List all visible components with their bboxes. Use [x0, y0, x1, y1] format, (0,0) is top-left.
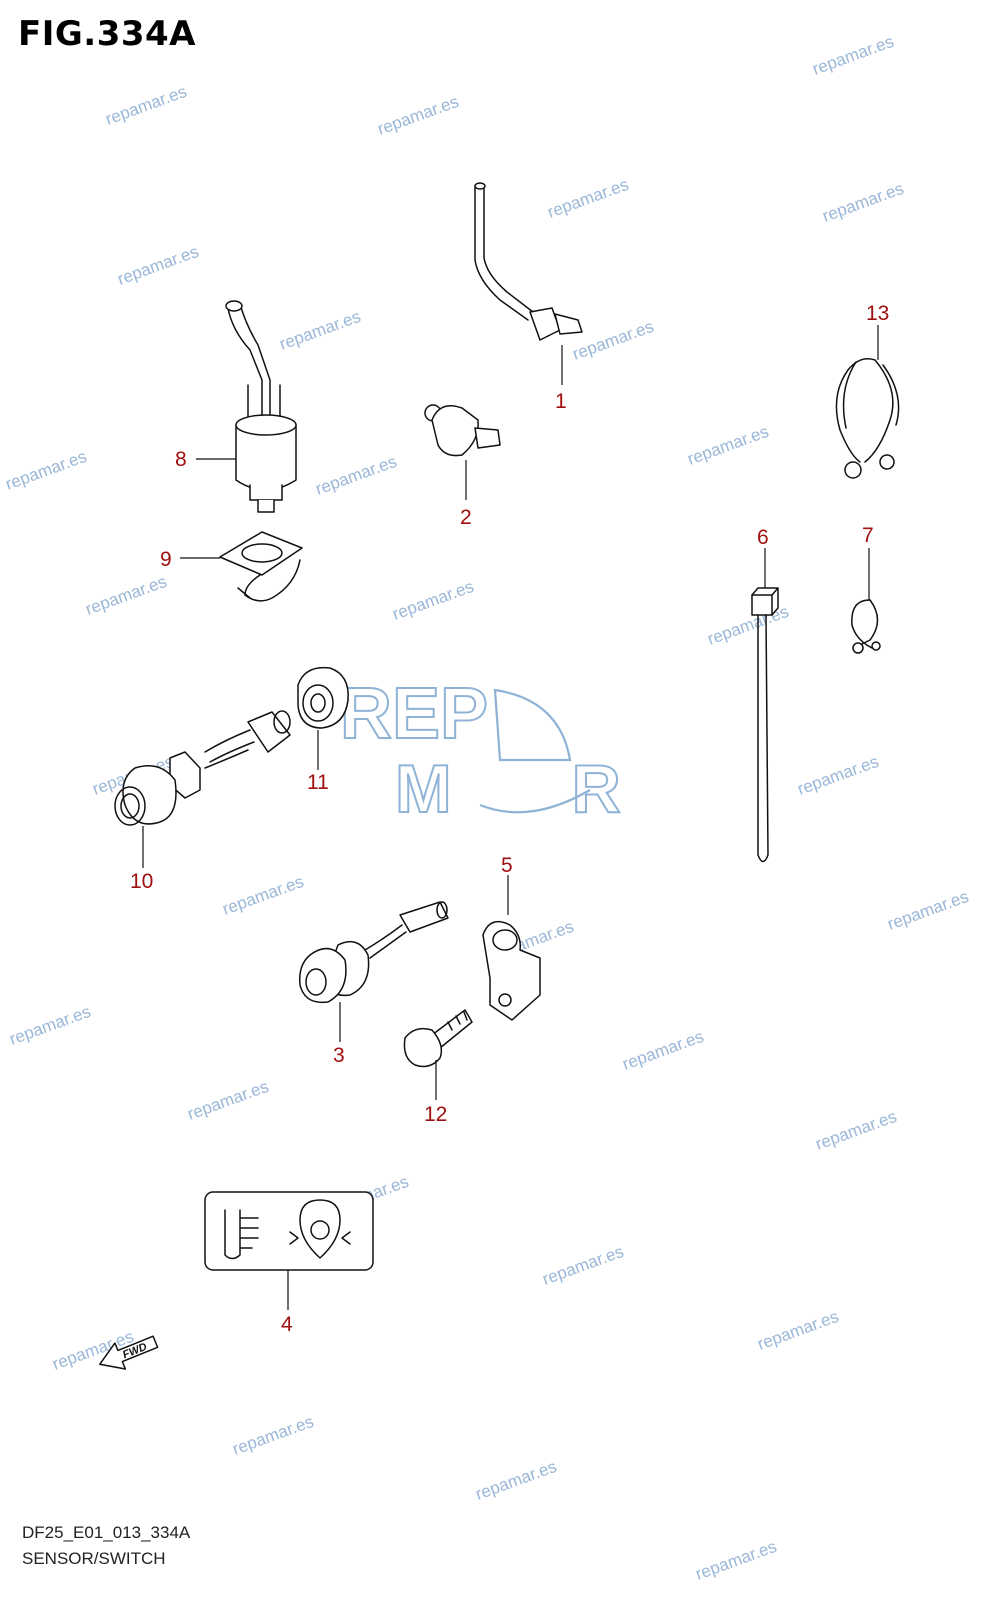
callout-1: 1 [555, 390, 567, 413]
part-10-switch [114, 710, 291, 868]
callout-11: 11 [307, 771, 329, 794]
watermark-text: repamar.es [820, 179, 906, 226]
watermark-text: repamar.es [313, 452, 399, 499]
part-8-temp-sensor [196, 300, 297, 513]
watermark-text: repamar.es [885, 887, 971, 934]
watermark-text: repamar.es [570, 317, 656, 364]
part-13-clip [835, 325, 900, 479]
figure-title: FIG.334A [18, 14, 196, 54]
callout-2: 2 [460, 506, 472, 529]
part-4-label [204, 1191, 374, 1310]
watermark-text: repamar.es [473, 1457, 559, 1504]
part-9-plate [180, 531, 303, 602]
callout-8: 8 [175, 448, 187, 471]
part-2-switch [424, 404, 501, 500]
watermark-text: repamar.es [220, 872, 306, 919]
part-7-clip [851, 548, 881, 654]
part-1-sensor [474, 182, 583, 385]
watermark-text: repamar.es [103, 82, 189, 129]
watermark-text: repamar.es [185, 1077, 271, 1124]
callout-4: 4 [281, 1313, 293, 1336]
watermark-logo: REP MR [339, 673, 741, 828]
watermark-text: repamar.es [705, 602, 791, 649]
part-6-cable-tie [751, 548, 779, 863]
part-5-bracket [482, 875, 541, 1021]
oil-drop-icon [299, 1199, 341, 1259]
callout-6: 6 [757, 526, 769, 549]
watermark-text: repamar.es [545, 175, 631, 222]
watermark-text: repamar.es [620, 1027, 706, 1074]
watermark-text: repamar.es [230, 1412, 316, 1459]
watermark-logo-top: REP [340, 674, 488, 754]
callout-3: 3 [333, 1044, 345, 1067]
callouts: 1 2 3 4 5 6 7 8 9 10 11 12 13 [130, 302, 889, 1336]
callout-10: 10 [130, 870, 153, 893]
watermark-text: repamar.es [693, 1537, 779, 1584]
watermark-text: repamar.es [813, 1107, 899, 1154]
figure-caption: SENSOR/SWITCH [22, 1549, 166, 1568]
watermark-text: repamar.es [795, 752, 881, 799]
watermark-text: repamar.es [3, 447, 89, 494]
watermark-text: repamar.es [390, 577, 476, 624]
watermark-text: repamar.es [83, 572, 169, 619]
part-3-switch [298, 901, 449, 1042]
fwd-arrow-icon: FWD [98, 1335, 159, 1370]
watermark-text: repamar.es [7, 1002, 93, 1049]
callout-7: 7 [862, 524, 874, 547]
wave-icon [479, 789, 591, 814]
watermark-text: repamar.es [685, 422, 771, 469]
watermark-text: repamar.es [277, 307, 363, 354]
watermark-text: repamar.es [375, 92, 461, 139]
callout-9: 9 [160, 548, 172, 571]
watermark-text: repamar.es [540, 1242, 626, 1289]
thermometer-icon [224, 1209, 259, 1260]
callout-5: 5 [501, 854, 513, 877]
watermark-text: repamar.es [115, 242, 201, 289]
part-12-bolt [403, 1009, 473, 1100]
part-11-grommet [297, 666, 349, 770]
watermark-logo-bottom: MR [395, 751, 741, 827]
watermark-text: repamar.es [810, 32, 896, 79]
callout-12: 12 [424, 1103, 447, 1126]
watermark-text: repamar.es [755, 1307, 841, 1354]
sail-icon [493, 688, 572, 762]
callout-13: 13 [866, 302, 889, 325]
figure-code: DF25_E01_013_334A [22, 1523, 191, 1542]
